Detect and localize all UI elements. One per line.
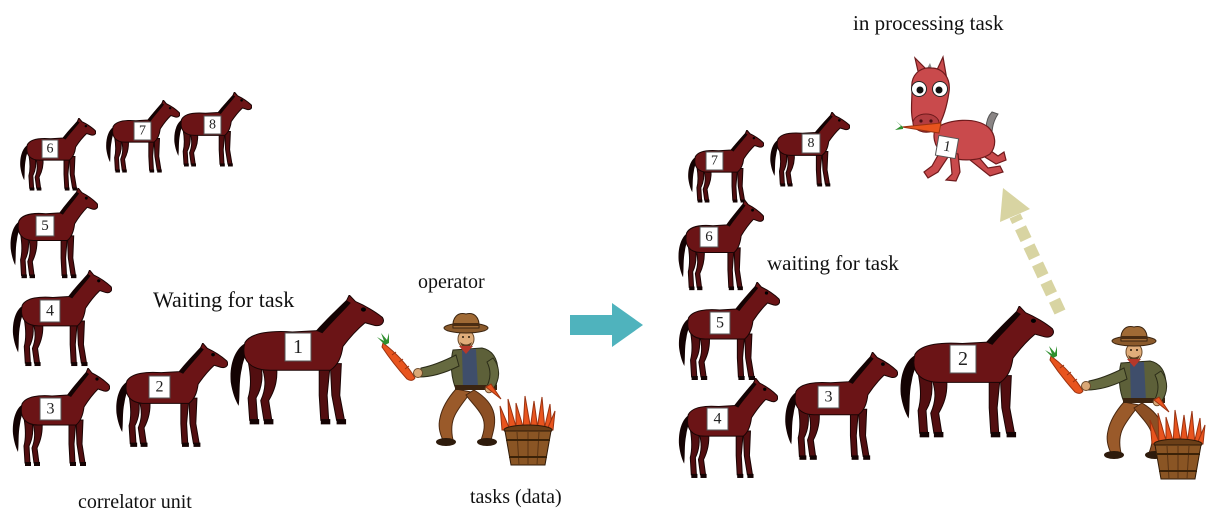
number-placard: 2 [148, 375, 171, 399]
waiting-label: waiting for task [767, 251, 899, 275]
number-placard: 8 [203, 115, 222, 135]
horse-icon [115, 343, 228, 448]
horse-number: 2 [958, 348, 968, 370]
horse-number: 4 [714, 411, 722, 428]
number-placard: 3 [817, 385, 840, 409]
waiting-label: Waiting for task [153, 287, 294, 312]
waiting-horse: 6 [19, 118, 96, 191]
horse-number: 6 [47, 142, 54, 157]
horse-number: 6 [705, 229, 713, 245]
number-placard: 4 [39, 299, 61, 323]
horse-number: 5 [716, 315, 724, 332]
number-placard: 6 [41, 139, 59, 159]
waiting-horse: 5 [678, 282, 780, 381]
horse-icon [12, 270, 112, 367]
dashed-up-arrow-icon [1000, 188, 1066, 315]
waiting-horse: 8 [173, 92, 252, 167]
waiting-horse: 8 [769, 112, 850, 187]
tasks-label: tasks (data) [470, 486, 562, 508]
task-basket [499, 395, 556, 466]
number-placard: 7 [705, 151, 724, 171]
number-placard: 8 [801, 133, 821, 154]
waiting-horse: 4 [678, 378, 778, 479]
waiting-horse: 3 [12, 368, 110, 467]
correlator-unit-label: correlator unit [78, 491, 192, 513]
waiting-horse: 7 [687, 130, 764, 203]
operator-with-carrot [376, 313, 502, 447]
horse-number: 1 [942, 138, 952, 155]
in-processing-label: in processing task [853, 11, 1004, 35]
right-arrow-icon [570, 303, 643, 347]
horse-number: 3 [47, 401, 55, 418]
processing-horse-leg [944, 151, 961, 182]
number-placard: 6 [699, 226, 719, 248]
correlator-unit-after: 7 8 6 5 [678, 112, 1054, 479]
number-placard: 7 [133, 121, 152, 141]
operator-label: operator [418, 271, 485, 293]
horse-icon [687, 130, 764, 203]
horse-icon [678, 200, 764, 291]
horse-number: 7 [139, 124, 146, 139]
number-placard: 1 [934, 134, 960, 160]
task-basket [1149, 409, 1206, 480]
horse-number: 8 [209, 118, 216, 133]
waiting-horse: 4 [12, 270, 112, 367]
front-horse: 1 [229, 295, 384, 426]
horse-icon [784, 352, 898, 461]
waiting-horse: 3 [784, 352, 898, 461]
front-horse: 2 [899, 306, 1054, 439]
waiting-horse: 2 [115, 343, 228, 448]
horse-icon [899, 306, 1054, 439]
horse-number: 5 [41, 218, 49, 234]
number-placard: 5 [35, 215, 55, 237]
waiting-horse: 6 [678, 200, 764, 291]
number-placard: 1 [284, 332, 312, 362]
number-placard: 3 [39, 397, 62, 421]
horse-number: 4 [46, 303, 54, 320]
horse-number: 8 [808, 136, 815, 151]
waiting-horse: 7 [105, 100, 180, 173]
operator-with-carrot [1044, 326, 1170, 460]
waiting-horse: 5 [10, 188, 98, 279]
horse-number: 1 [293, 336, 303, 358]
horse-number: 3 [825, 389, 833, 406]
horse-number: 2 [156, 379, 164, 396]
number-placard: 4 [706, 407, 729, 431]
number-placard: 5 [709, 311, 731, 335]
number-placard: 2 [949, 344, 977, 374]
correlator-unit-before: 6 7 8 5 [10, 92, 384, 467]
processing-horse: 1 [895, 55, 1007, 182]
horse-number: 7 [711, 154, 718, 169]
carrot-icon [895, 121, 942, 134]
